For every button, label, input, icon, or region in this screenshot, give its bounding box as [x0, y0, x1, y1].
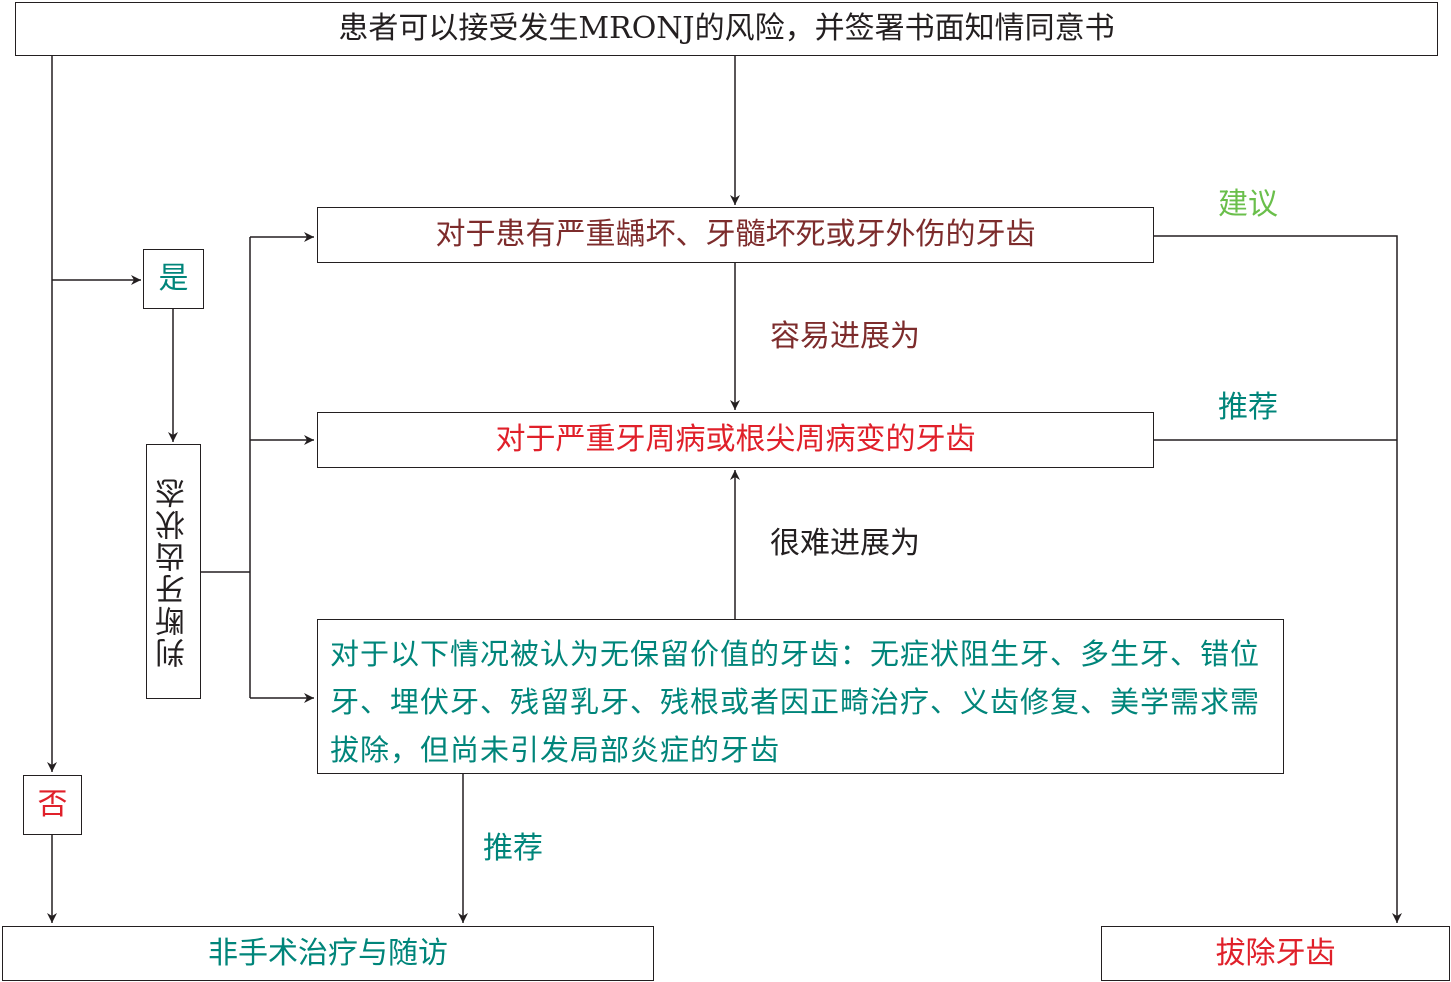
suggest-label: 建议 [1218, 187, 1278, 222]
yes-box: 是 [143, 249, 204, 309]
caries-box: 对于患有严重龋坏、牙髓坏死或牙外伤的牙齿 [317, 207, 1154, 263]
extract-box: 拔除牙齿 [1101, 926, 1450, 981]
judge-text: 判断牙齿状态 [155, 475, 191, 668]
caries-text: 对于患有严重龋坏、牙髓坏死或牙外伤的牙齿 [435, 217, 1036, 252]
perio-text: 对于严重牙周病或根尖周病变的牙齿 [495, 422, 976, 457]
hard-progress-label: 很难进展为 [770, 526, 920, 561]
novalue-box: 对于以下情况被认为无保留价值的牙齿：无症状阻生牙、多生牙、错位牙、埋伏牙、残留乳… [317, 619, 1284, 774]
extract-text: 拔除牙齿 [1215, 935, 1336, 971]
novalue-text: 对于以下情况被认为无保留价值的牙齿：无症状阻生牙、多生牙、错位牙、埋伏牙、残留乳… [330, 637, 1261, 767]
no-text: 否 [37, 787, 68, 822]
top-box-text: 患者可以接受发生MRONJ的风险，并签署书面知情同意书 [338, 11, 1115, 46]
arrow-to-extract [1153, 235, 1402, 923]
judge-branch [200, 237, 251, 698]
recommend-label-right: 推荐 [1218, 390, 1278, 425]
recommend-label-bottom: 推荐 [483, 831, 543, 866]
top-box: 患者可以接受发生MRONJ的风险，并签署书面知情同意书 [15, 2, 1438, 56]
perio-box: 对于严重牙周病或根尖周病变的牙齿 [317, 412, 1154, 468]
yes-text: 是 [158, 261, 189, 296]
judge-box: 判断牙齿状态 [146, 444, 201, 699]
easy-progress-label: 容易进展为 [770, 319, 920, 354]
nonsurgical-box: 非手术治疗与随访 [2, 926, 654, 981]
no-box: 否 [23, 775, 82, 835]
nonsurgical-text: 非手术治疗与随访 [208, 935, 448, 971]
